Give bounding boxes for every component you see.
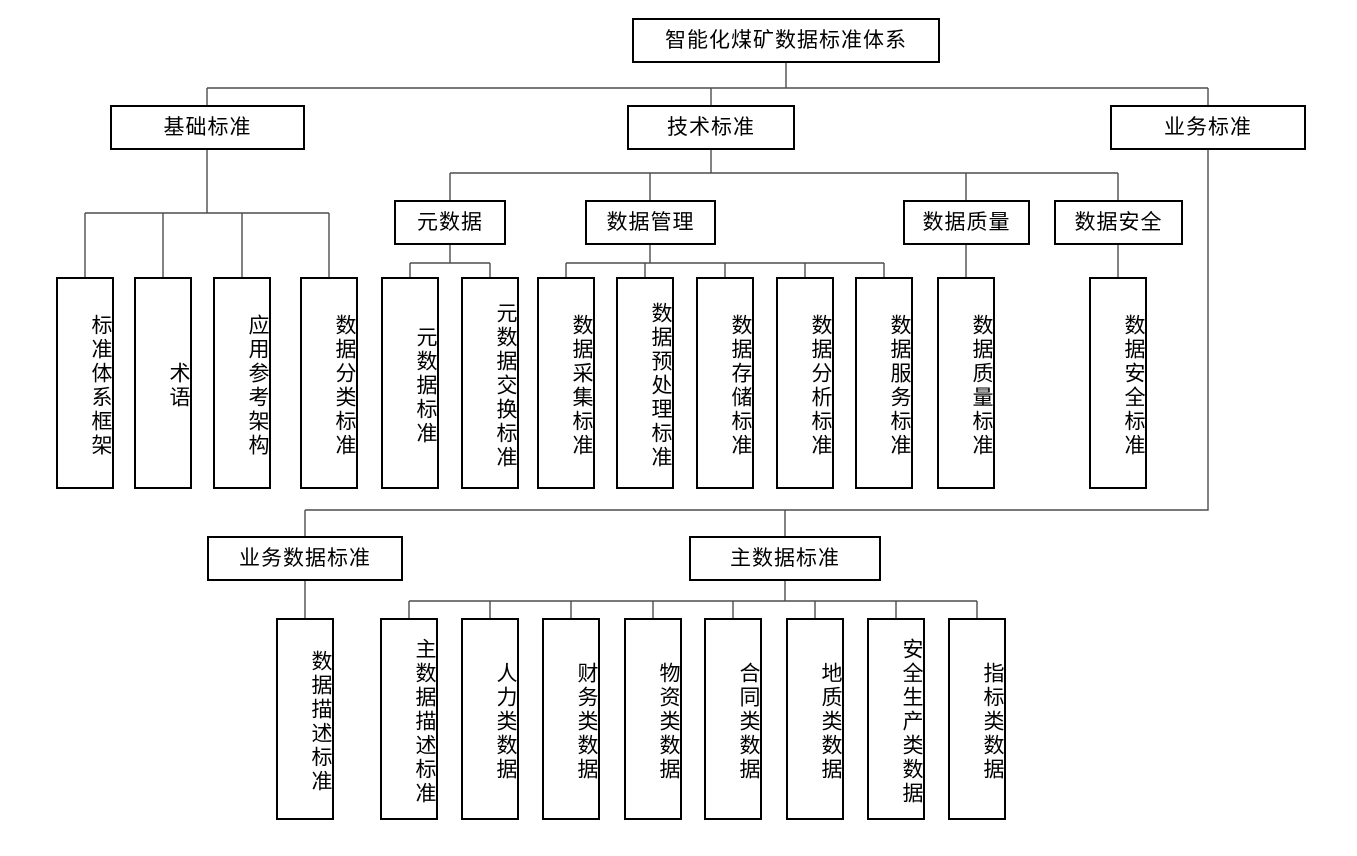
leaf-standard-system-framework[interactable]: 标准体系框架 [56,277,114,489]
node-root[interactable]: 智能化煤矿数据标准体系 [632,18,940,63]
leaf-data-quality-standard[interactable]: 数据质量标准 [937,277,995,489]
leaf-terminology-label: 术语 [167,362,191,410]
leaf-indicator-data[interactable]: 指标类数据 [948,618,1006,820]
leaf-data-preprocessing-standard[interactable]: 数据预处理标准 [616,277,674,489]
node-technical-standards-label: 技术标准 [667,115,755,140]
leaf-data-collection-standard-label: 数据采集标准 [570,314,594,458]
node-business-data-standard-label: 业务数据标准 [239,546,371,571]
node-basic-standards-label: 基础标准 [163,115,252,140]
node-master-data-standard[interactable]: 主数据标准 [689,536,881,581]
leaf-data-description-standard-label: 数据描述标准 [309,650,333,794]
leaf-geology-data-label: 地质类数据 [819,662,843,782]
leaf-standard-system-framework-label: 标准体系框架 [89,314,113,458]
leaf-contract-data-label: 合同类数据 [737,662,761,782]
leaf-indicator-data-label: 指标类数据 [981,662,1005,782]
leaf-hr-data-label: 人力类数据 [494,662,518,782]
leaf-data-preprocessing-standard-label: 数据预处理标准 [649,302,673,470]
node-data-quality[interactable]: 数据质量 [903,200,1030,245]
leaf-data-description-standard[interactable]: 数据描述标准 [276,618,334,820]
leaf-data-analysis-standard[interactable]: 数据分析标准 [776,277,834,489]
node-data-management[interactable]: 数据管理 [585,200,716,245]
leaf-data-service-standard-label: 数据服务标准 [888,314,912,458]
node-data-security[interactable]: 数据安全 [1054,200,1183,245]
leaf-application-reference-architecture[interactable]: 应用参考架构 [213,277,271,489]
leaf-finance-data-label: 财务类数据 [575,662,599,782]
leaf-data-service-standard[interactable]: 数据服务标准 [855,277,913,489]
leaf-contract-data[interactable]: 合同类数据 [704,618,762,820]
leaf-metadata-standard-label: 元数据标准 [414,326,438,446]
node-technical-standards[interactable]: 技术标准 [627,105,795,150]
leaf-data-security-standard-label: 数据安全标准 [1122,314,1146,458]
leaf-metadata-exchange-standard[interactable]: 元数据交换标准 [461,277,519,489]
leaf-material-data-label: 物资类数据 [657,662,681,782]
leaf-safety-production-data[interactable]: 安全生产类数据 [867,618,925,820]
leaf-metadata-standard[interactable]: 元数据标准 [381,277,439,489]
node-metadata[interactable]: 元数据 [394,200,506,245]
node-basic-standards[interactable]: 基础标准 [110,105,305,150]
node-metadata-label: 元数据 [417,210,483,235]
leaf-hr-data[interactable]: 人力类数据 [461,618,519,820]
leaf-metadata-exchange-standard-label: 元数据交换标准 [494,302,518,470]
leaf-data-storage-standard[interactable]: 数据存储标准 [696,277,754,489]
leaf-data-classification-standard[interactable]: 数据分类标准 [300,277,358,489]
leaf-data-security-standard[interactable]: 数据安全标准 [1089,277,1147,489]
leaf-safety-production-data-label: 安全生产类数据 [900,638,924,806]
node-business-standards[interactable]: 业务标准 [1110,105,1306,150]
leaf-master-data-description-standard-label: 主数据描述标准 [413,638,437,806]
leaf-terminology[interactable]: 术语 [134,277,192,489]
leaf-data-analysis-standard-label: 数据分析标准 [809,314,833,458]
leaf-data-collection-standard[interactable]: 数据采集标准 [537,277,595,489]
leaf-finance-data[interactable]: 财务类数据 [542,618,600,820]
leaf-data-storage-standard-label: 数据存储标准 [729,314,753,458]
leaf-data-classification-standard-label: 数据分类标准 [333,314,357,458]
leaf-material-data[interactable]: 物资类数据 [624,618,682,820]
node-master-data-standard-label: 主数据标准 [730,546,840,571]
node-data-quality-label: 数据质量 [922,210,1011,235]
node-data-management-label: 数据管理 [606,210,695,235]
leaf-geology-data[interactable]: 地质类数据 [786,618,844,820]
leaf-application-reference-architecture-label: 应用参考架构 [246,314,270,458]
node-data-security-label: 数据安全 [1074,210,1163,235]
leaf-data-quality-standard-label: 数据质量标准 [970,314,994,458]
node-root-label: 智能化煤矿数据标准体系 [665,28,907,53]
node-business-standards-label: 业务标准 [1164,115,1252,140]
leaf-master-data-description-standard[interactable]: 主数据描述标准 [380,618,438,820]
node-business-data-standard[interactable]: 业务数据标准 [207,536,403,581]
